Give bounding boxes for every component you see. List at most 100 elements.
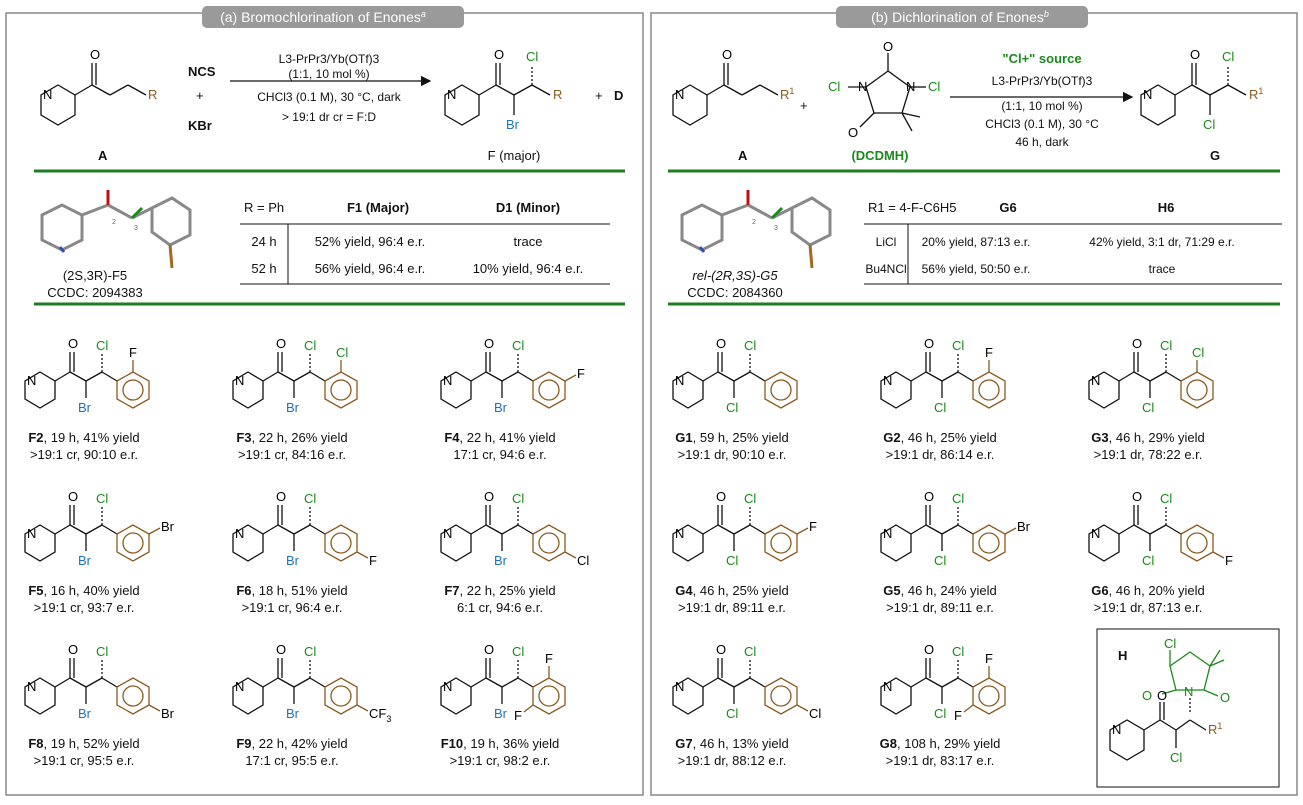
- product-g4-caption: G4, 46 h, 25% yield: [675, 583, 788, 598]
- svg-text:O: O: [848, 125, 858, 140]
- table-a-row-1-col-2: trace: [514, 234, 543, 249]
- plus-sign: +: [196, 88, 204, 103]
- panel-b-frame: [650, 12, 1298, 796]
- table-a-row-1-time: 24 h: [251, 234, 276, 249]
- svg-text:F: F: [577, 366, 585, 381]
- product-f7-caption: F7, 22 h, 25% yield: [444, 583, 555, 598]
- product-f7-selectivity: 6:1 cr, 94:6 e.r.: [457, 600, 543, 615]
- svg-text:N: N: [858, 79, 867, 94]
- product-f2-selectivity: >19:1 cr, 90:10 e.r.: [30, 447, 138, 462]
- svg-text:O: O: [924, 642, 934, 657]
- product-g3-selectivity: >19:1 dr, 78:22 e.r.: [1094, 447, 1203, 462]
- svg-text:O: O: [716, 336, 726, 351]
- svg-text:O: O: [1157, 688, 1167, 703]
- svg-text:F: F: [985, 345, 993, 360]
- svg-text:N: N: [235, 679, 244, 694]
- product-f9-selectivity: 17:1 cr, 95:5 e.r.: [245, 753, 338, 768]
- svg-text:O: O: [484, 489, 494, 504]
- svg-text:N: N: [1112, 722, 1121, 737]
- svg-text:O: O: [276, 336, 286, 351]
- svg-text:O: O: [494, 47, 504, 62]
- product-f8-selectivity: >19:1 cr, 95:5 e.r.: [34, 753, 135, 768]
- svg-text:O: O: [924, 489, 934, 504]
- table-a-row-1-col-1: 52% yield, 96:4 e.r.: [315, 234, 426, 249]
- table-a-row-2-col-1: 56% yield, 96:4 e.r.: [315, 261, 426, 276]
- svg-text:Cl: Cl: [726, 706, 738, 721]
- svg-text:Cl: Cl: [1142, 553, 1154, 568]
- condition-catalyst: L3-PrPr3/Yb(OTf)3: [279, 52, 380, 66]
- reagent-NCS: NCS: [188, 64, 216, 79]
- svg-text:Br: Br: [494, 706, 508, 721]
- svg-text:3: 3: [134, 225, 138, 232]
- condition-loading-b: (1:1, 10 mol %): [1001, 99, 1082, 113]
- product-f5-caption: F5, 16 h, 40% yield: [28, 583, 139, 598]
- product-g6-caption: G6, 46 h, 20% yield: [1091, 583, 1204, 598]
- svg-text:CF3: CF3: [369, 706, 391, 724]
- svg-text:N: N: [1091, 373, 1100, 388]
- svg-text:O: O: [722, 47, 732, 62]
- svg-text:Cl: Cl: [934, 553, 946, 568]
- svg-text:Cl: Cl: [744, 491, 756, 506]
- svg-text:N: N: [1091, 526, 1100, 541]
- table-b-row-1-col-2: 42% yield, 3:1 dr, 71:29 e.r.: [1089, 235, 1234, 249]
- product-g5-caption: G5, 46 h, 24% yield: [883, 583, 996, 598]
- svg-text:2: 2: [112, 219, 116, 226]
- svg-text:R1: R1: [1249, 86, 1263, 102]
- table-b-header-1: G6: [999, 200, 1016, 215]
- svg-text:N: N: [443, 679, 452, 694]
- svg-text:O: O: [1142, 688, 1152, 703]
- product-F-structure: O N Cl Br R: [444, 47, 562, 132]
- panel-b-header: (b) Dichlorination of Enonesb: [836, 6, 1088, 28]
- svg-text:N: N: [443, 373, 452, 388]
- product-f4-caption: F4, 22 h, 41% yield: [444, 430, 555, 445]
- svg-text:Cl: Cl: [1164, 636, 1176, 651]
- table-b-row-1-reagent: LiCl: [876, 235, 897, 249]
- svg-text:O: O: [1132, 336, 1142, 351]
- label-A: A: [98, 148, 108, 163]
- svg-text:Cl: Cl: [1170, 750, 1182, 765]
- table-b-row-2-col-1: 56% yield, 50:50 e.r.: [922, 262, 1031, 276]
- reagent-KBr: KBr: [188, 118, 212, 133]
- svg-text:Cl: Cl: [726, 400, 738, 415]
- product-G-structure: O N Cl Cl R1: [1140, 47, 1263, 132]
- svg-text:O: O: [1220, 690, 1230, 705]
- product-g7-caption: G7, 46 h, 13% yield: [675, 736, 788, 751]
- table-a: R = Ph F1 (Major) D1 (Minor) 24 h 52% yi…: [240, 200, 610, 285]
- svg-text:Br: Br: [506, 117, 520, 132]
- svg-text:Cl: Cl: [952, 644, 964, 659]
- table-a-row-2-col-2: 10% yield, 96:4 e.r.: [473, 261, 584, 276]
- svg-text:Br: Br: [78, 706, 92, 721]
- svg-text:Cl: Cl: [744, 644, 756, 659]
- svg-text:N: N: [1184, 684, 1193, 699]
- svg-text:Br: Br: [286, 553, 300, 568]
- svg-text:Cl: Cl: [577, 553, 589, 568]
- svg-text:(a) Bromochlorination of Enone: (a) Bromochlorination of Enonesa: [220, 9, 426, 25]
- panel-a-header: (a) Bromochlorination of Enonesa: [202, 6, 464, 28]
- svg-text:N: N: [883, 373, 892, 388]
- crystal-structure-G5: 2 3: [680, 190, 832, 269]
- svg-text:F: F: [985, 651, 993, 666]
- svg-text:O: O: [716, 642, 726, 657]
- condition-selectivity: > 19:1 dr cr = F:D: [282, 110, 376, 124]
- svg-text:O: O: [68, 642, 78, 657]
- svg-text:N: N: [235, 373, 244, 388]
- condition-catalyst-b: L3-PrPr3/Yb(OTf)3: [992, 74, 1093, 88]
- table-b-row-2-col-2: trace: [1149, 262, 1176, 276]
- crystal-structure-F5: 2 3: [40, 190, 192, 269]
- svg-text:O: O: [716, 489, 726, 504]
- svg-text:Cl: Cl: [726, 553, 738, 568]
- byproduct-H-box: H Cl O O N O N Cl: [1096, 628, 1280, 788]
- product-g1-caption: G1, 59 h, 25% yield: [675, 430, 788, 445]
- svg-text:Br: Br: [161, 706, 175, 721]
- svg-text:Cl: Cl: [526, 49, 538, 64]
- svg-text:Br: Br: [78, 553, 92, 568]
- svg-text:Cl: Cl: [1160, 491, 1172, 506]
- table-b-row-2-reagent: Bu4NCl: [865, 262, 906, 276]
